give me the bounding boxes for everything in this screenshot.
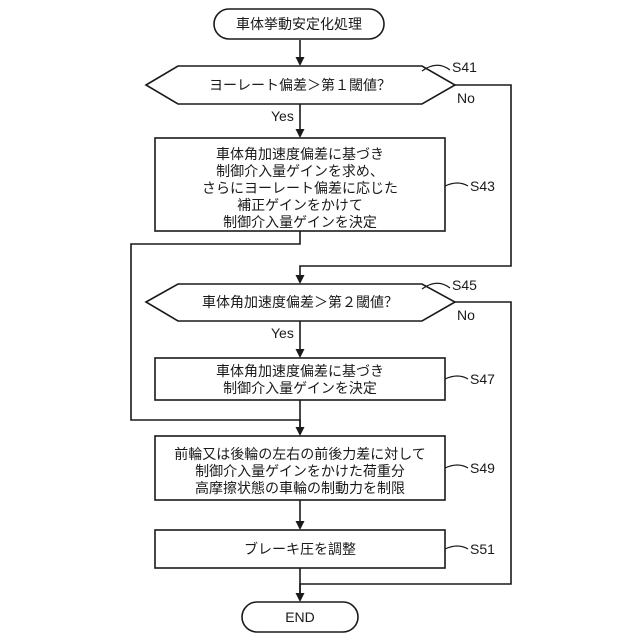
step-id-s45: S45 (452, 277, 477, 293)
process-s47-line-2: 制御介入量ゲインを決定 (223, 381, 377, 397)
decision-s41-text: ヨーレート偏差＞第１閾値？ (209, 77, 391, 94)
leader-s51 (445, 546, 468, 549)
no-label-s45: No (457, 307, 475, 323)
end-label: END (285, 609, 315, 625)
start-terminal: 車体挙動安定化処理 (214, 9, 384, 39)
start-label: 車体挙動安定化処理 (236, 16, 362, 33)
process-s43: 車体角加速度偏差に基づき 制御介入量ゲインを求め、 さらにヨーレート偏差に応じた… (155, 138, 495, 231)
decision-s45-text: 車体角加速度偏差＞第２閾値？ (202, 294, 398, 311)
process-s43-line-5: 制御介入量ゲインを決定 (223, 215, 377, 231)
process-s47: 車体角加速度偏差に基づき 制御介入量ゲインを決定 S47 (155, 358, 495, 400)
decision-s41: ヨーレート偏差＞第１閾値？ S41 Yes No (146, 59, 477, 124)
arrowhead (296, 129, 305, 138)
arrowhead (296, 427, 305, 436)
leader-s47 (445, 376, 468, 379)
step-id-s51: S51 (470, 541, 495, 557)
process-s49-line-3: 高摩擦状態の車輪の制動力を制限 (195, 480, 405, 497)
no-label-s41: No (457, 90, 475, 106)
arrowhead (296, 57, 305, 66)
process-s43-line-1: 車体角加速度偏差に基づき (216, 146, 384, 163)
step-id-s49: S49 (470, 460, 495, 476)
process-s47-line-1: 車体角加速度偏差に基づき (216, 363, 384, 380)
process-s51: ブレーキ圧を調整 S51 (155, 530, 495, 568)
process-s43-line-3: さらにヨーレート偏差に応じた (202, 181, 398, 197)
process-s43-line-4: 補正ゲインをかけて (237, 198, 363, 214)
process-s49-line-2: 制御介入量ゲインをかけた荷重分 (195, 464, 405, 480)
process-s49-line-1: 前輪又は後輪の左右の前後力差に対して (174, 446, 426, 463)
arrowhead (296, 275, 305, 284)
arrowhead (296, 349, 305, 358)
process-s49: 前輪又は後輪の左右の前後力差に対して 制御介入量ゲインをかけた荷重分 高摩擦状態… (155, 436, 495, 500)
yes-label-s41: Yes (271, 108, 294, 124)
step-id-s47: S47 (470, 371, 495, 387)
arrowhead (296, 593, 305, 602)
leader-s43 (445, 183, 468, 186)
process-s43-line-2: 制御介入量ゲインを求め、 (216, 164, 384, 180)
yes-label-s45: Yes (271, 325, 294, 341)
arrowhead (296, 521, 305, 530)
process-s51-line-1: ブレーキ圧を調整 (244, 541, 356, 558)
step-id-s41: S41 (452, 59, 477, 75)
leader-s49 (445, 465, 468, 468)
decision-s45: 車体角加速度偏差＞第２閾値？ S45 Yes No (146, 277, 477, 341)
step-id-s43: S43 (470, 178, 495, 194)
end-terminal: END (242, 602, 358, 632)
